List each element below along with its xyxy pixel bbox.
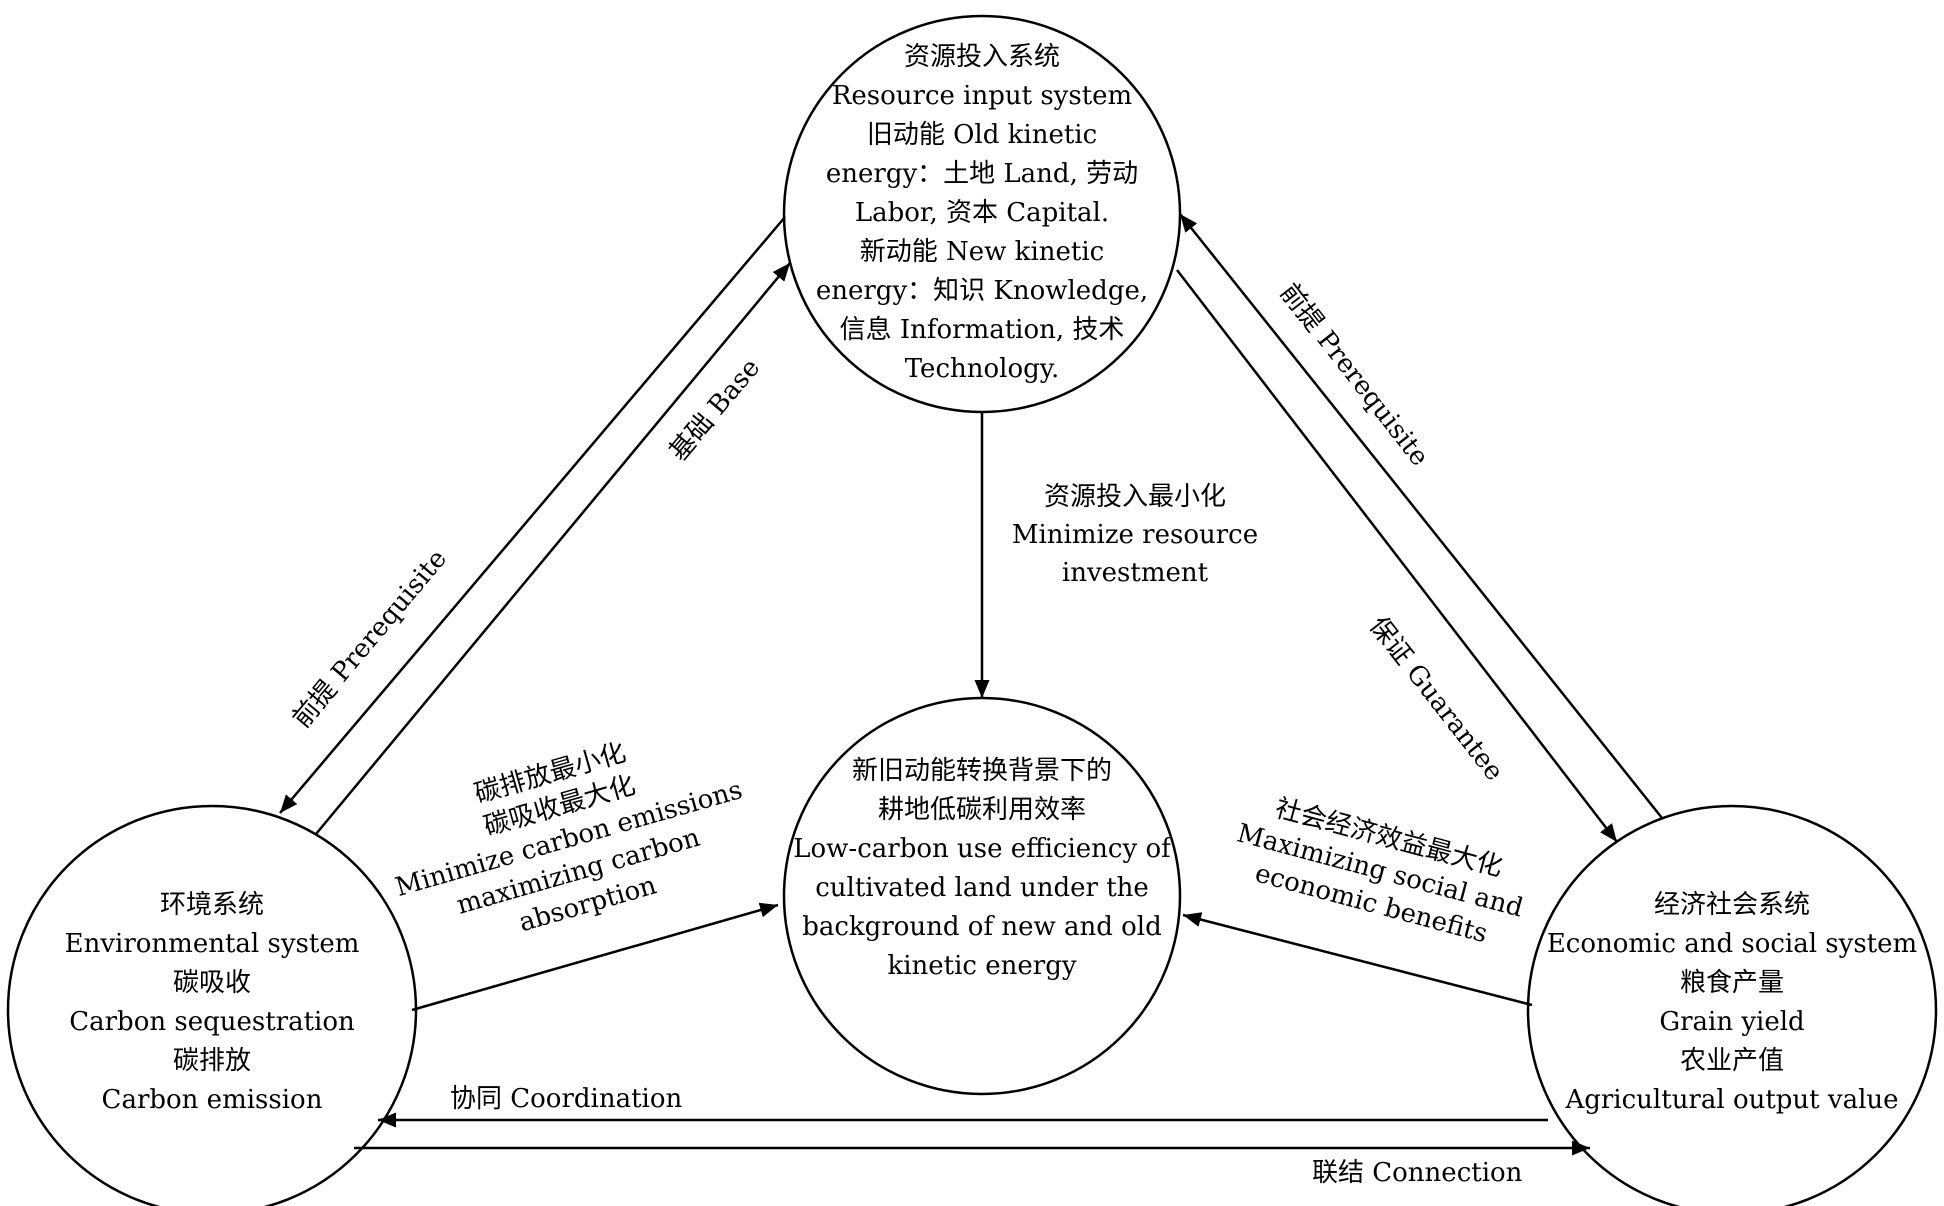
resource-line: energy：土地 Land, 劳动 xyxy=(825,159,1139,189)
resource-line: Resource input system xyxy=(831,81,1133,111)
center-line: kinetic energy xyxy=(887,951,1077,981)
arrow-environment-to-resource xyxy=(315,262,791,835)
resource-line: 旧动能 Old kinetic xyxy=(866,120,1098,150)
environment-line: 碳吸收 xyxy=(172,968,251,998)
environment-line: Carbon emission xyxy=(101,1085,323,1115)
arrow-economic-to-resource xyxy=(1179,213,1663,819)
resource-line: 信息 Information, 技术 xyxy=(839,315,1125,345)
environment-line: Environmental system xyxy=(64,929,360,959)
economic-line: 经济社会系统 xyxy=(1653,890,1810,920)
economic-line: 农业产值 xyxy=(1679,1046,1784,1076)
economic-line: Grain yield xyxy=(1659,1007,1805,1037)
economic-line: 粮食产量 xyxy=(1679,968,1784,998)
center-line: 新旧动能转换背景下的 xyxy=(851,756,1112,786)
economic-system-circle xyxy=(1526,804,1938,1206)
resource-system-text: 资源投入系统 Resource input system 旧动能 Old kin… xyxy=(782,38,1182,389)
economic-line: Economic and social system xyxy=(1546,929,1918,959)
environment-system-text: 环境系统 Environmental system 碳吸收 Carbon seq… xyxy=(12,886,412,1120)
center-line: Low-carbon use efficiency of xyxy=(793,834,1171,864)
resource-line: 新动能 New kinetic xyxy=(859,237,1105,267)
economic-system-text: 经济社会系统 Economic and social system 粮食产量 G… xyxy=(1532,886,1932,1120)
label-economic-to-environment: 协同 Coordination xyxy=(450,1084,683,1114)
environment-line: Carbon sequestration xyxy=(69,1007,355,1037)
center-efficiency-text: 新旧动能转换背景下的 耕地低碳利用效率 Low-carbon use effic… xyxy=(782,752,1182,986)
center-line: background of new and old xyxy=(802,912,1162,942)
center-line: cultivated land under the xyxy=(815,873,1149,903)
arrow-environment-to-center xyxy=(411,902,779,1012)
label-resource-to-center: 资源投入最小化 Minimize resource investment xyxy=(990,478,1280,592)
label-line: Minimize resource xyxy=(1011,520,1259,550)
economic-line: Agricultural output value xyxy=(1565,1085,1899,1115)
environment-line: 环境系统 xyxy=(159,890,264,920)
arrow-resource-to-environment xyxy=(279,216,786,814)
arrow-resource-to-economic xyxy=(1176,269,1618,843)
resource-line: Labor, 资本 Capital. xyxy=(854,198,1110,228)
resource-line: energy：知识 Knowledge, xyxy=(815,276,1149,306)
label-line: 资源投入最小化 xyxy=(1043,482,1226,512)
resource-line: 资源投入系统 xyxy=(903,42,1060,72)
label-environment-to-economic: 联结 Connection xyxy=(1312,1158,1523,1188)
resource-line: Technology. xyxy=(904,354,1060,384)
label-line: investment xyxy=(1061,558,1209,588)
center-line: 耕地低碳利用效率 xyxy=(877,795,1086,825)
environment-line: 碳排放 xyxy=(172,1046,251,1076)
arrow-economic-to-center xyxy=(1182,912,1533,1007)
